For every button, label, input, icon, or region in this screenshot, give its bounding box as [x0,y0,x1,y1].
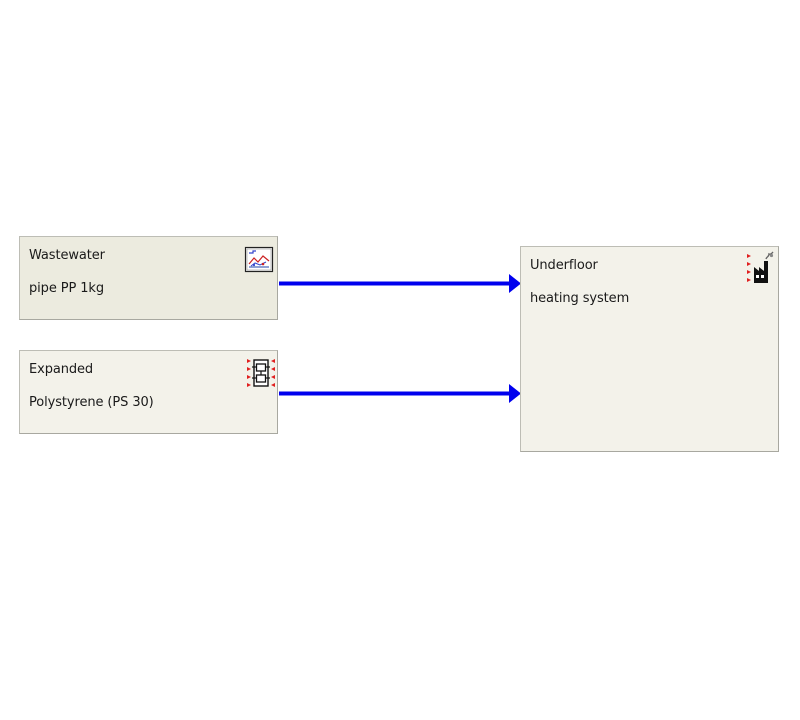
process-node-wastewater-pipe[interactable]: Wastewater pipe PP 1kg [19,236,278,320]
node-subtitle: Polystyrene (PS 30) [29,395,154,410]
process-node-underfloor-heating[interactable]: Underfloor heating system [520,246,779,452]
node-title: Expanded [29,362,94,377]
arrowhead-icon [509,274,521,293]
process-node-expanded-polystyrene[interactable]: Expanded Polystyrene (PS 30) [19,350,278,434]
process-unit-icon [247,359,275,387]
lci-dataset-icon [244,246,274,273]
node-subtitle: pipe PP 1kg [29,281,105,296]
factory-icon [747,251,774,283]
node-title: Underfloor [530,258,598,273]
node-subtitle: heating system [530,291,630,306]
link-wastewater-to-underfloor[interactable] [279,274,521,293]
arrowhead-icon [509,384,521,403]
link-polystyrene-to-underfloor[interactable] [279,384,521,403]
node-title: Wastewater [29,248,105,263]
